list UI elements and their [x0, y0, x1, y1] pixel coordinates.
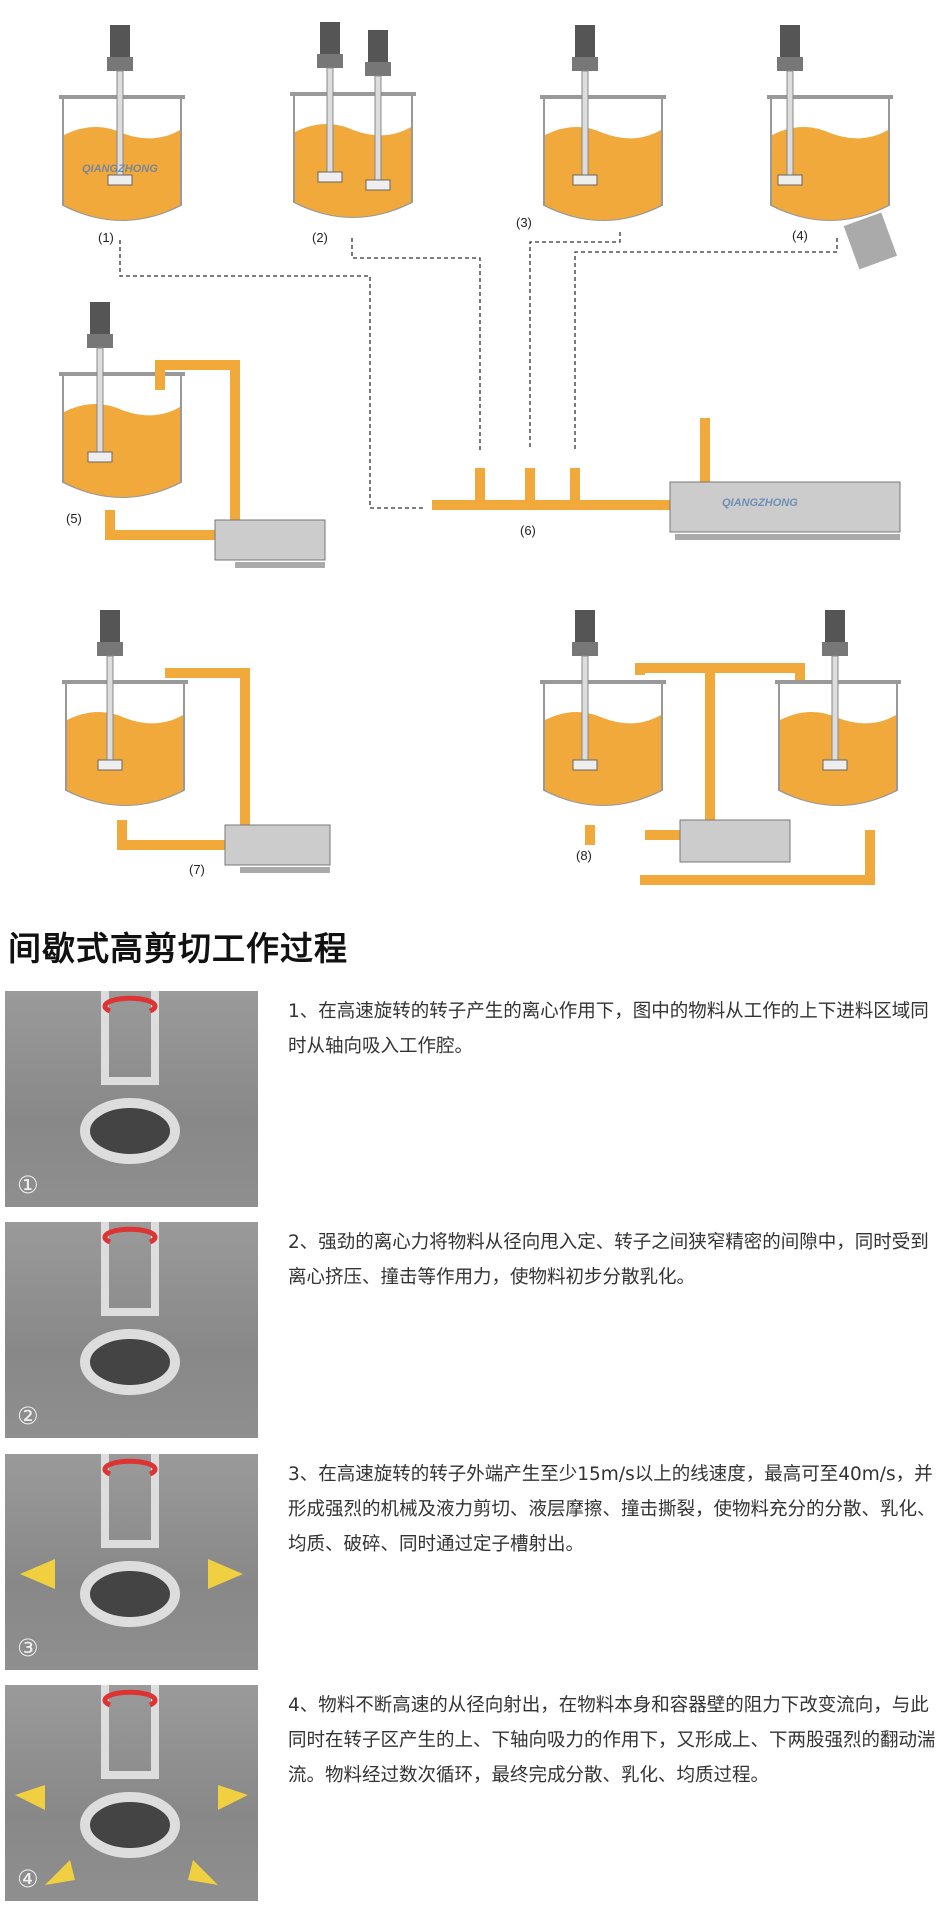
step-text-3: 3、在高速旋转的转子外端产生至少15m/s以上的线速度，最高可至40m/s，并形… — [288, 1464, 936, 1555]
step-badge: ① — [17, 1171, 39, 1199]
step-image-2: ② — [5, 1222, 258, 1438]
section-title: 间歇式高剪切工作过程 — [8, 929, 348, 968]
label-2: (2) — [312, 230, 328, 245]
pipes — [105, 360, 875, 885]
label-7: (7) — [189, 862, 205, 877]
label-3: (3) — [516, 215, 532, 230]
flow-routes — [119, 232, 838, 509]
pump-7 — [224, 824, 331, 873]
tank-3 — [539, 24, 667, 221]
tank-8-right — [774, 609, 902, 806]
label-5: (5) — [66, 511, 82, 526]
step-badge: ④ — [17, 1865, 39, 1893]
label-4: (4) — [792, 228, 808, 243]
step-text-1: 1、在高速旋转的转子产生的离心作用下，图中的物料从工作的上下进料区域同时从轴向吸… — [288, 1001, 929, 1057]
watermark: QIANGZHONG — [82, 163, 158, 175]
tank-4 — [766, 24, 898, 270]
watermark: QIANGZHONG — [722, 497, 798, 509]
step-image-4: ④ — [5, 1685, 258, 1901]
tank-5 — [58, 301, 186, 498]
pump-6 — [669, 481, 901, 540]
step-badge: ③ — [17, 1634, 39, 1662]
step-image-3: ③ — [5, 1454, 258, 1670]
label-8: (8) — [576, 848, 592, 863]
step-text-2: 2、强劲的离心力将物料从径向甩入定、转子之间狭窄精密的间隙中，同时受到离心挤压、… — [288, 1232, 929, 1288]
label-6: (6) — [520, 523, 536, 538]
tank-1 — [58, 24, 186, 221]
step-text-4: 4、物料不断高速的从径向射出，在物料本身和容器壁的阻力下改变流向，与此同时在转子… — [288, 1695, 936, 1786]
step-image-1: ① — [5, 991, 258, 1207]
tank-7 — [61, 609, 189, 806]
tank-2 — [289, 21, 417, 218]
pump-5 — [214, 519, 326, 568]
process-flow-diagram: QIANGZHONG QIANGZHONG (1) (2) (3) (4) (5… — [58, 21, 902, 885]
tank-8-left — [539, 609, 667, 806]
pump-8 — [679, 819, 791, 863]
step-badge: ② — [17, 1402, 39, 1430]
label-1: (1) — [98, 230, 114, 245]
